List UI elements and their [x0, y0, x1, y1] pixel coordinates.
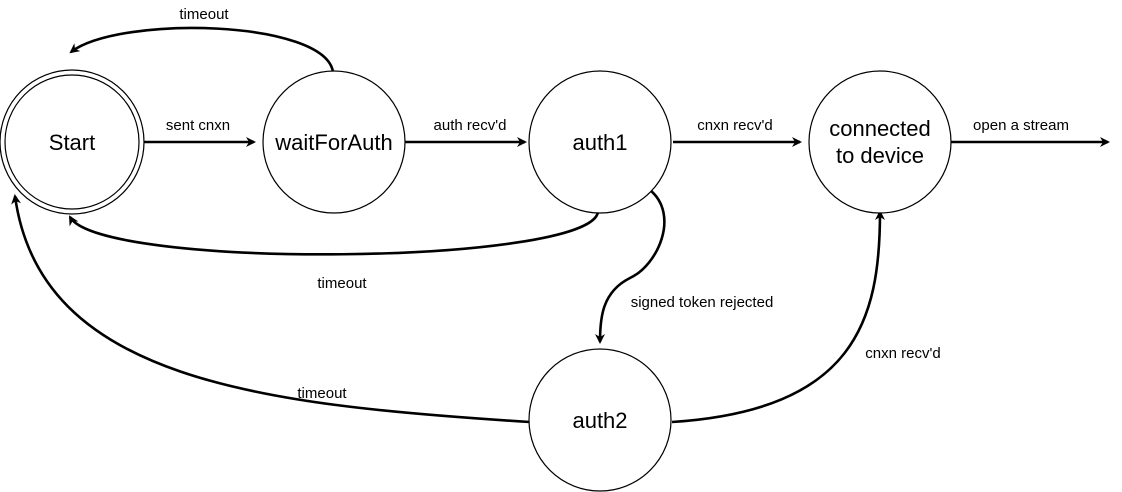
- label-cnxn-recvd-bottom: cnxn recv'd: [865, 345, 940, 362]
- label-cnxn-recvd-top: cnxn recv'd: [697, 117, 772, 134]
- transitions: [11, 26, 1110, 424]
- edge-auth1-to-auth2: [595, 189, 666, 344]
- label-open-a-stream: open a stream: [973, 117, 1069, 134]
- state-connected-label-line2: to device: [836, 143, 924, 168]
- state-start-label: Start: [49, 130, 95, 155]
- state-auth2-label: auth2: [572, 408, 627, 433]
- label-auth-recvd: auth recv'd: [434, 117, 507, 134]
- label-auth2-timeout: timeout: [297, 385, 347, 402]
- state-connected-label-line1: connected: [829, 116, 931, 141]
- state-start[interactable]: Start: [0, 69, 145, 215]
- edge-waitforauth-timeout: [69, 26, 335, 73]
- state-connected-to-device[interactable]: connected to device: [808, 70, 952, 214]
- label-signed-token-rejected: signed token rejected: [631, 294, 774, 311]
- label-sent-cnxn: sent cnxn: [166, 117, 230, 134]
- label-waitforauth-timeout: timeout: [179, 6, 229, 23]
- state-auth2[interactable]: auth2: [528, 348, 672, 492]
- state-waitforauth-label: waitForAuth: [274, 130, 392, 155]
- state-auth1[interactable]: auth1: [528, 70, 672, 214]
- edge-auth2-timeout: [11, 194, 531, 424]
- edge-auth2-to-connected: [671, 210, 885, 424]
- state-waitforauth[interactable]: waitForAuth: [262, 70, 406, 214]
- transition-labels: sent cnxn timeout auth recv'd cnxn recv'…: [166, 6, 1069, 402]
- state-auth1-label: auth1: [572, 130, 627, 155]
- label-auth1-timeout: timeout: [317, 275, 367, 292]
- edge-auth1-timeout: [68, 211, 600, 256]
